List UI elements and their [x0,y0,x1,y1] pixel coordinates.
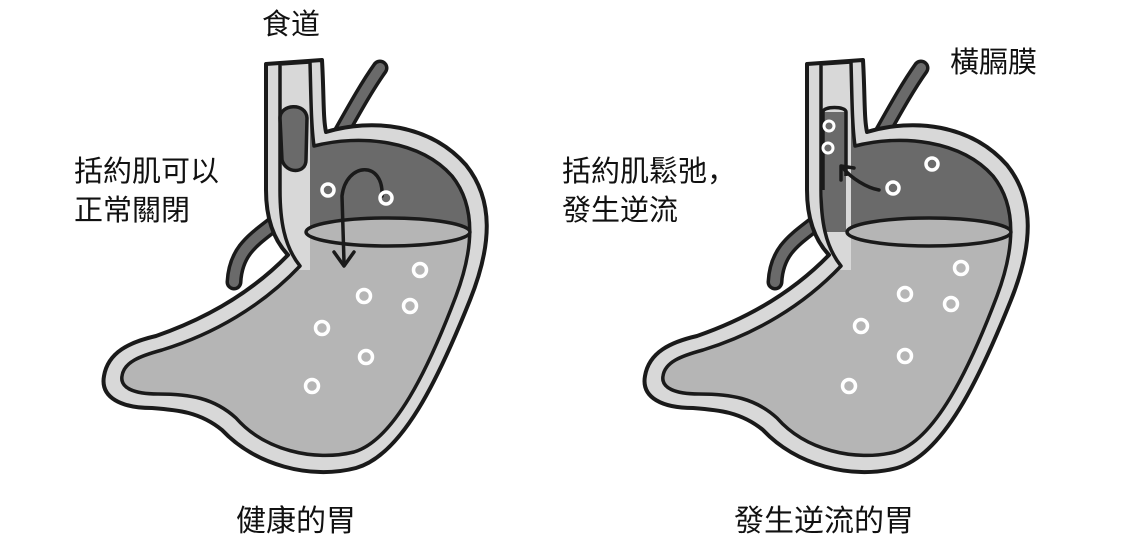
bubbles-right [821,119,970,395]
bubble [840,377,858,395]
bubble [357,348,375,366]
bubble [924,156,940,172]
esophagus-label: 食道 [262,7,321,41]
bubble [320,182,336,198]
stomach-inner-outline-left [120,60,472,458]
lower-esophageal-sphincter-closed [278,105,309,173]
bubble [852,317,870,335]
reflux-column-outline [821,105,848,190]
bubbles-left [303,182,429,395]
bubble [313,319,331,337]
bubble [355,287,373,305]
bubble [822,119,836,133]
sphincter-closed-label-line2: 正常關閉 [74,193,191,227]
bubble [411,261,429,279]
healthy-stomach-caption: 健康的胃 [236,504,356,539]
healthy-stomach [101,58,489,475]
reflux-stomach [642,58,1030,475]
sphincter-relaxed-label-line1: 括約肌鬆弛， [562,154,737,188]
sphincter-closed-label-line1: 括約肌可以 [74,154,220,188]
bubble [401,297,419,315]
liquid-surface-left [304,216,472,248]
bubble [885,180,901,196]
reflux-stomach-caption: 發生逆流的胃 [734,504,914,539]
reflux-arrow [841,166,881,192]
bubble [378,190,394,206]
bubble [952,259,970,277]
sphincter-relaxed-label-line2: 發生逆流 [562,193,679,227]
flow-arrow-left [340,168,384,264]
flow-arrowhead-left [332,250,356,268]
stomach-inner-outline-right [661,60,1013,458]
bubble [896,285,914,303]
reflux-arrowhead [839,164,856,182]
bubble [821,141,835,155]
bubble [942,295,960,313]
diaphragm-label: 橫膈膜 [950,45,1038,79]
bubble [303,377,321,395]
bubble [896,347,914,365]
liquid-surface-right [845,216,1013,248]
